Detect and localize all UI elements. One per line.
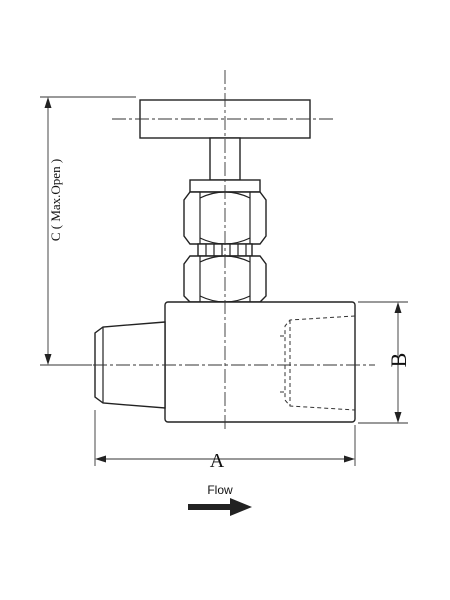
dimension-c bbox=[40, 96, 136, 366]
valve-body bbox=[164, 301, 356, 423]
dimension-b bbox=[358, 301, 408, 424]
dimension-c-label: C ( Max.Open ) bbox=[48, 159, 63, 241]
flow-label: Flow bbox=[207, 483, 233, 497]
flow-arrow-icon bbox=[188, 498, 252, 516]
female-outlet-port bbox=[280, 315, 356, 411]
dimension-b-label: B bbox=[386, 353, 411, 368]
dimension-a-label: A bbox=[210, 450, 225, 472]
dimension-a bbox=[94, 410, 356, 466]
